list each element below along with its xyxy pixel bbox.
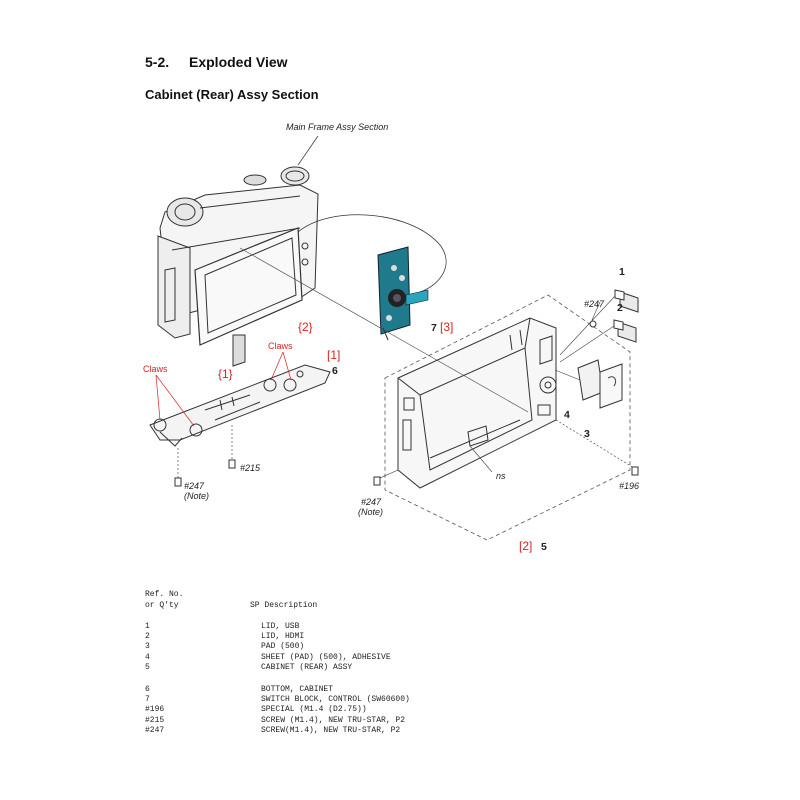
header-ref-no: Ref. No. — [145, 590, 184, 599]
row-description: LID, HDMI — [261, 632, 305, 642]
table-header-ref: Ref. No. or Q'ty — [145, 590, 183, 611]
row-ref: 1 — [145, 622, 150, 631]
lid-parts — [613, 289, 639, 343]
row-description: LID, USB — [261, 622, 300, 631]
screw-215-label: #215 — [240, 463, 261, 473]
header-description: SP Description — [250, 601, 318, 610]
screw-247-right-label: #247 — [584, 299, 605, 309]
row-ref: 3 — [145, 642, 150, 652]
table-row: 1 LID, USB — [145, 622, 391, 632]
table-row: 4 SHEET (PAD) (500), ADHESIVE — [145, 653, 391, 663]
screw-247-cabinet-label: #247 — [361, 497, 382, 507]
cabinet-rear-assy — [384, 294, 631, 541]
row-ref: #196 — [145, 705, 165, 715]
screw-247-left-note: (Note) — [184, 491, 209, 501]
table-row: #196 SPECIAL (M1.4 (D2.75)) — [145, 705, 410, 715]
row-description: CABINET (REAR) ASSY — [261, 662, 353, 672]
brace-2-label: {2} — [298, 320, 313, 334]
bottom-cabinet — [149, 364, 331, 447]
row-ref: #247 — [145, 725, 165, 735]
brace-1-label: {1} — [218, 367, 233, 381]
row-description: SHEET (PAD) (500), ADHESIVE — [261, 652, 391, 662]
bracket-1-label: [1] — [327, 348, 340, 362]
row-description: SCREW (M1.4), NEW TRU-STAR, P2 — [261, 715, 406, 725]
table-row: 7 SWITCH BLOCK, CONTROL (SW60600) — [145, 695, 410, 705]
table-row: 5 CABINET (REAR) ASSY — [145, 663, 391, 673]
section-heading: 5-2. Exploded View — [145, 54, 288, 70]
ref-6-label: 6 — [332, 365, 338, 377]
parts-list-group-1: 1 LID, USB 2 LID, HDMI 3 PAD (500) 4 SHEET (PAD… — [145, 622, 391, 673]
table-row: 6 BOTTOM, CABINET — [145, 685, 410, 695]
ns-label: ns — [496, 471, 506, 481]
ref-7-label: 7 — [431, 322, 437, 334]
table-row: 3 PAD (500) — [145, 642, 391, 652]
row-description: SCREW(M1.4), NEW TRU-STAR, P2 — [261, 725, 401, 735]
table-row: #215 SCREW (M1.4), NEW TRU-STAR, P2 — [145, 716, 410, 726]
row-ref: 6 — [145, 685, 150, 694]
row-description: SWITCH BLOCK, CONTROL (SW60600) — [261, 695, 410, 705]
row-description: SPECIAL (M1.4 (D2.75)) — [261, 705, 367, 715]
row-ref: #215 — [145, 715, 165, 725]
main-frame-assy-label: Main Frame Assy Section — [286, 122, 388, 132]
header-qty: or Q'ty — [145, 600, 179, 610]
row-description: PAD (500) — [261, 642, 305, 652]
row-description: BOTTOM, CABINET — [261, 685, 334, 694]
screw-196-label: #196 — [619, 481, 639, 491]
sheet-pad — [577, 359, 623, 409]
subsection-heading: Cabinet (Rear) Assy Section — [145, 87, 319, 102]
claws-label-left: Claws — [143, 364, 168, 374]
parts-list-group-2: 6 BOTTOM, CABINET 7 SWITCH BLOCK, CONTROL (… — [145, 685, 410, 736]
row-ref: 5 — [145, 662, 150, 672]
row-ref: 7 — [145, 695, 150, 705]
ref-3-label: 3 — [584, 428, 590, 440]
section-number: 5-2. — [145, 54, 170, 70]
screw-247-cabinet-note: (Note) — [358, 507, 383, 517]
camera-main-frame — [157, 166, 319, 367]
ref-5-label: 5 — [541, 541, 547, 553]
screw-247-left-label: #247 — [184, 481, 205, 491]
ref-1-label: 1 — [619, 266, 625, 278]
ref-4-label: 4 — [564, 409, 570, 421]
section-title: Exploded View — [189, 54, 288, 70]
row-ref: 2 — [145, 632, 150, 642]
bracket-3-label: [3] — [440, 320, 453, 334]
bracket-2-label: [2] — [519, 539, 532, 553]
switch-block-control — [377, 246, 429, 341]
ref-2-label: 2 — [617, 302, 623, 314]
screws — [174, 425, 236, 487]
table-row: 2 LID, HDMI — [145, 632, 391, 642]
claws-label-right: Claws — [268, 341, 293, 351]
table-row: #247 SCREW(M1.4), NEW TRU-STAR, P2 — [145, 726, 410, 736]
row-ref: 4 — [145, 652, 150, 662]
